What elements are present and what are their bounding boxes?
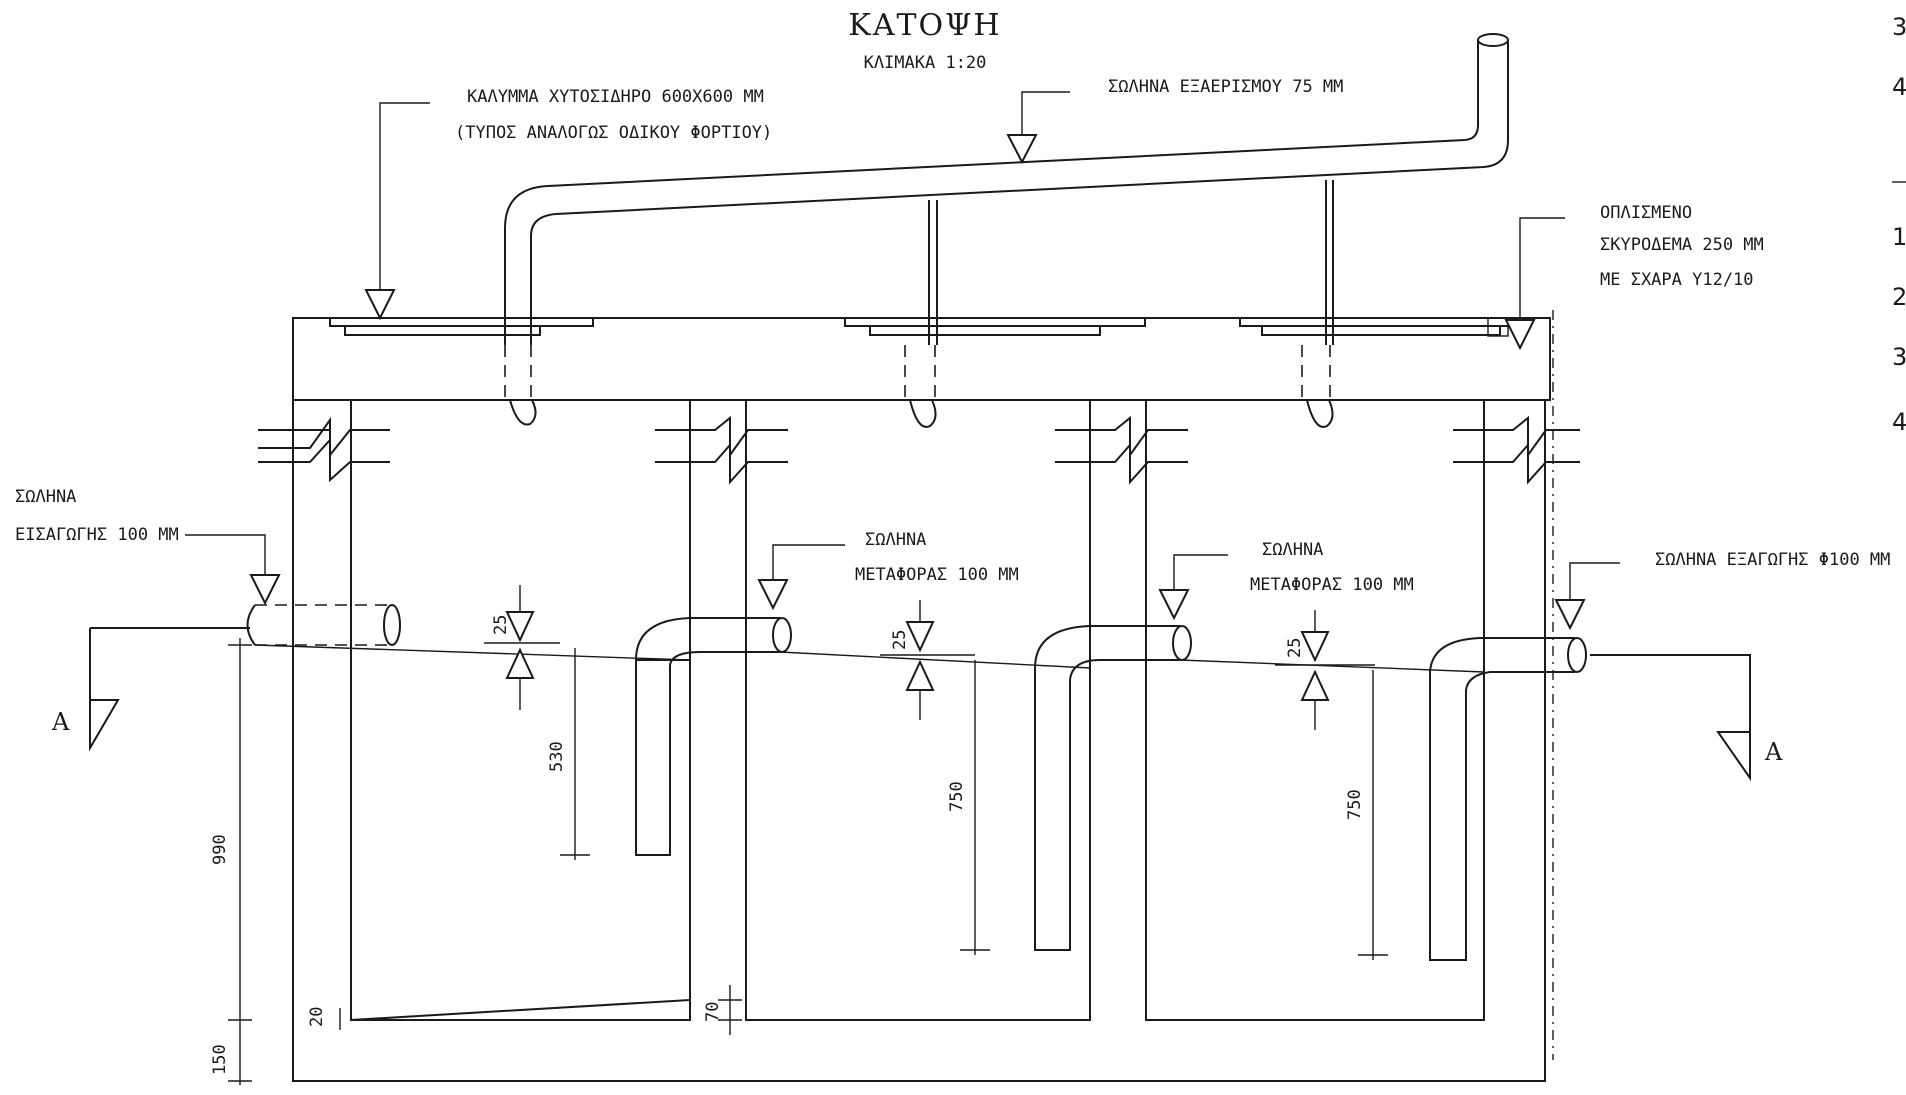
dim-750-b: 750 bbox=[1345, 789, 1365, 820]
vent-pipe-network bbox=[504, 33, 1509, 428]
transfer2-label-line2: ΜΕΤΑΦΟΡΑΣ 100 ΜΜ bbox=[1250, 575, 1414, 595]
dim-25-c: 25 bbox=[1285, 638, 1305, 658]
dim-25-a: 25 bbox=[491, 615, 511, 635]
dim-530: 530 bbox=[547, 741, 567, 772]
pipes-and-water-levels bbox=[246, 604, 1587, 961]
dim-25-b: 25 bbox=[890, 630, 910, 650]
dim-990: 990 bbox=[210, 834, 230, 865]
dim-20: 20 bbox=[307, 1007, 327, 1027]
edge-number: 2 bbox=[1892, 283, 1906, 311]
concrete-label-line2: ΣΚΥΡΟΔΕΜΑ 250 ΜΜ bbox=[1600, 235, 1764, 255]
section-label-right: Α bbox=[1764, 738, 1783, 766]
leader-arrows bbox=[185, 91, 1620, 631]
drawing-scale: ΚΛΙΜΑΚΑ 1:20 bbox=[864, 53, 987, 73]
dim-750-a: 750 bbox=[947, 781, 967, 812]
section-label-left: Α bbox=[51, 708, 70, 736]
outlet-label: ΣΩΛΗΝΑ ΕΞΑΓΩΓΗΣ Φ100 ΜΜ bbox=[1655, 550, 1890, 570]
concrete-label-line3: ΜΕ ΣΧΑΡΑ Υ12/10 bbox=[1600, 270, 1754, 290]
edge-number: 3 bbox=[1892, 13, 1906, 41]
transfer2-label-line1: ΣΩΛΗΝΑ bbox=[1262, 540, 1323, 560]
inlet-label-line1: ΣΩΛΗΝΑ bbox=[15, 487, 76, 507]
vent-label: ΣΩΛΗΝΑ ΕΞΑΕΡΙΣΜΟΥ 75 ΜΜ bbox=[1108, 77, 1343, 97]
dimension-lines bbox=[228, 585, 1388, 1085]
tank-structure bbox=[258, 310, 1580, 1082]
edge-number: 4 bbox=[1892, 408, 1906, 436]
edge-number: 3 bbox=[1892, 343, 1906, 371]
dim-150: 150 bbox=[210, 1044, 230, 1075]
section-markers bbox=[89, 627, 1751, 782]
edge-number-list: 3 4 1 2 3 4 bbox=[1892, 13, 1906, 436]
dim-70: 70 bbox=[703, 1002, 723, 1022]
cover-label-line1: ΚΑΛΥΜΜΑ ΧΥΤΟΣΙΔΗΡΟ 600Χ600 ΜΜ bbox=[467, 87, 764, 107]
cover-label-line2: (ΤΥΠΟΣ ΑΝΑΛΟΓΩΣ ΟΔΙΚΟΥ ΦΟΡΤΙΟΥ) bbox=[455, 123, 772, 143]
edge-number: 1 bbox=[1892, 223, 1906, 251]
transfer1-label-line1: ΣΩΛΗΝΑ bbox=[865, 530, 926, 550]
transfer1-label-line2: ΜΕΤΑΦΟΡΑΣ 100 ΜΜ bbox=[855, 565, 1019, 585]
concrete-label-line1: ΟΠΛΙΣΜΕΝΟ bbox=[1600, 203, 1692, 223]
inlet-label-line2: ΕΙΣΑΓΩΓΗΣ 100 ΜΜ bbox=[15, 525, 179, 545]
drawing-title: ΚΑΤΟΨΗ bbox=[848, 8, 1001, 43]
edge-number: 4 bbox=[1892, 73, 1906, 101]
